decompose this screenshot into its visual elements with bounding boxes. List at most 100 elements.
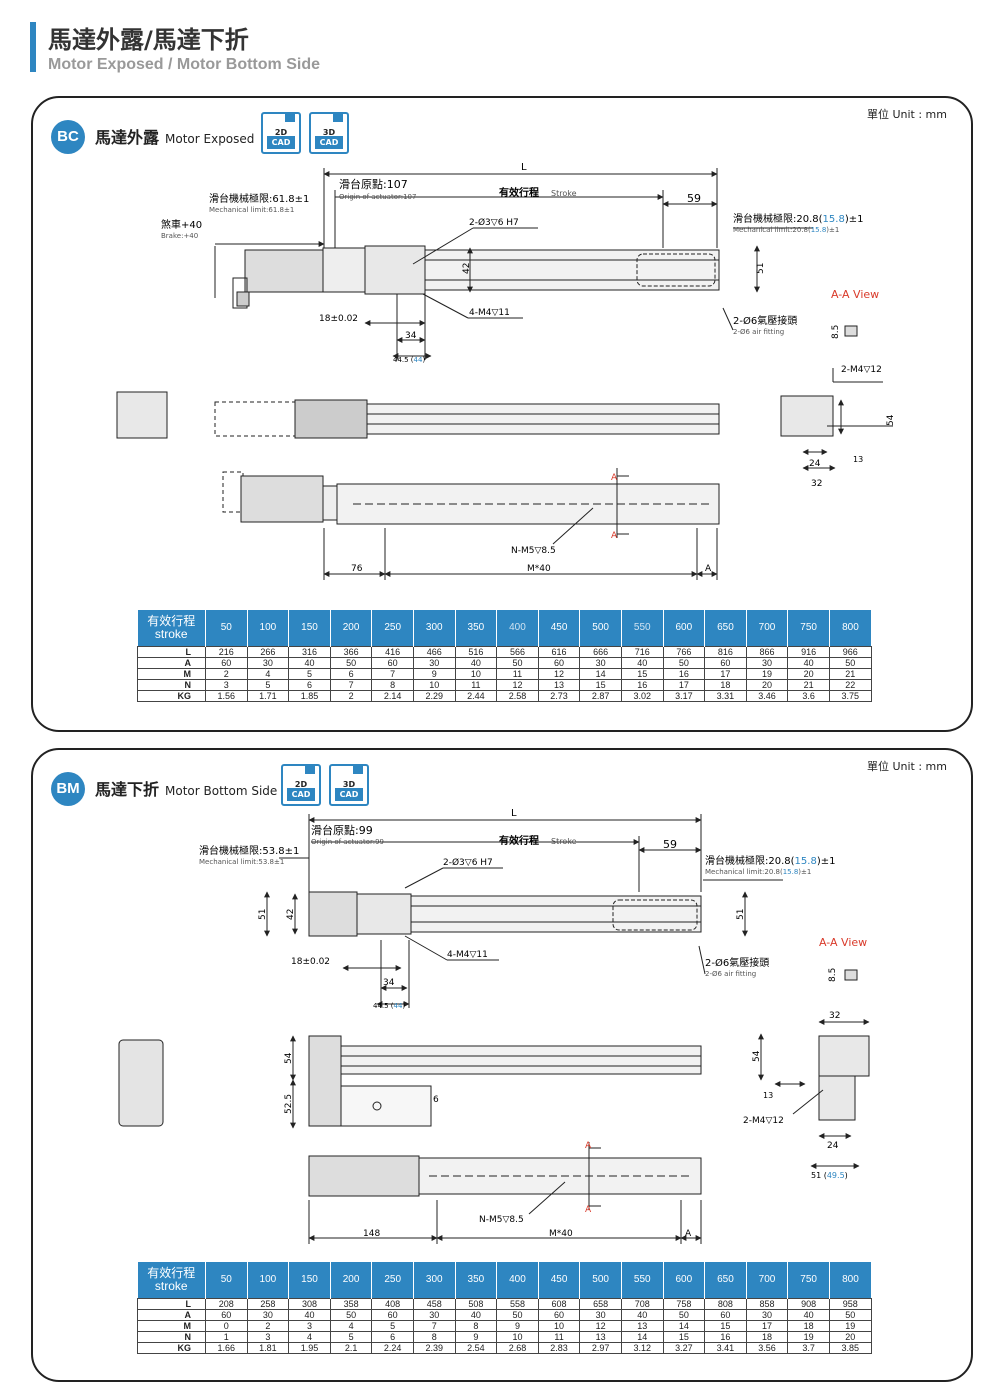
table-cell: 3: [205, 678, 248, 691]
table-cell: 40: [787, 1308, 830, 1321]
dim-44-5: 44.5 (44): [393, 356, 425, 364]
cad-2d-icon[interactable]: 2D CAD: [281, 764, 321, 806]
table-cell: 7: [371, 667, 414, 680]
table-cell: 40: [454, 1308, 498, 1321]
table-cell: 8: [412, 1330, 456, 1343]
table-cell: 19: [745, 667, 789, 680]
mech-limit-left-en: Mechanical limit:61.8±1: [209, 206, 294, 214]
table-cell: 17: [704, 667, 747, 680]
dim-32: 32: [829, 1011, 840, 1021]
dim-A: A: [705, 564, 712, 574]
table-cell: 18: [745, 1330, 789, 1343]
row-header: M: [137, 667, 206, 680]
origin-label-en: Origin of actuator:107: [339, 193, 416, 201]
table-cell: 50: [329, 1308, 373, 1321]
table-cell: 7: [329, 678, 373, 691]
table-cell: 30: [246, 1308, 290, 1321]
cad-2d-icon[interactable]: 2D CAD: [261, 112, 301, 154]
table-cell: 908: [787, 1297, 830, 1310]
mech-limit-left: 滑台機械極限:61.8±1: [209, 192, 309, 205]
table-cell: 216: [205, 645, 248, 658]
table-cell: 18: [787, 1319, 830, 1332]
table-cell: 60: [205, 656, 248, 669]
table-cell: 2.39: [412, 1341, 456, 1354]
dim-52-5: 52.5: [284, 1094, 294, 1114]
cad-3d-icon[interactable]: 3D CAD: [329, 764, 369, 806]
table-cell: 266: [246, 645, 290, 658]
table-cell: 40: [620, 656, 664, 669]
thread-callout: 4-M4▽11: [447, 950, 488, 960]
table-cell: 2.87: [579, 689, 622, 702]
table-cell: 3.6: [787, 689, 830, 702]
table-cell: 18: [704, 678, 747, 691]
table-cell: 666: [579, 645, 622, 658]
table-cell: 20: [745, 678, 789, 691]
table-cell: 366: [329, 645, 373, 658]
table-cell: 308: [288, 1297, 331, 1310]
table-cell: 19: [828, 1319, 872, 1332]
section-badge: BC: [51, 120, 85, 154]
dim-A: A: [685, 1229, 692, 1239]
table-cell: 60: [205, 1308, 248, 1321]
fitting-label: 2-Ø6氣壓接頭: [705, 956, 769, 969]
section-mark-a-bottom: A: [611, 531, 618, 541]
table-cell: 3: [246, 1330, 290, 1343]
mech-limit-right-en: Mechanical limit:20.8(15.8)±1: [705, 868, 811, 876]
table-cell: 9: [412, 667, 456, 680]
dim-148: 148: [363, 1229, 380, 1239]
table-cell: 3.75: [828, 689, 872, 702]
table-cell: 60: [537, 656, 581, 669]
table-cell: 3: [288, 1319, 331, 1332]
table-cell: 16: [620, 678, 664, 691]
table-cell: 6: [329, 667, 373, 680]
table-cell: 2.29: [412, 689, 456, 702]
table-cell: 1.85: [288, 689, 331, 702]
table-cell: 13: [537, 678, 581, 691]
table-cell: 1.66: [205, 1341, 248, 1354]
table-cell: 30: [412, 656, 456, 669]
mech-limit-right: 滑台機械極限:20.8(15.8)±1: [733, 212, 863, 225]
table-cell: 30: [745, 656, 789, 669]
dim-34: 34: [383, 978, 395, 988]
stroke-label-en: Stroke: [551, 837, 577, 846]
dim-54: 54: [886, 414, 896, 426]
table-cell: 2.1: [329, 1341, 373, 1354]
row-header: N: [137, 1330, 206, 1343]
cad-3d-icon[interactable]: 3D CAD: [309, 112, 349, 154]
dim-54-right: 54: [752, 1050, 762, 1062]
origin-label: 滑台原點:107: [339, 177, 408, 191]
dim-L: L: [511, 808, 517, 819]
table-cell: 13: [620, 1319, 664, 1332]
section-mark-a-bottom: A: [585, 1205, 592, 1215]
m4-12-callout: 2-M4▽12: [841, 365, 882, 375]
table-cell: 30: [412, 1308, 456, 1321]
table-cell: 4: [329, 1319, 373, 1332]
table-cell: 50: [662, 1308, 706, 1321]
table-cell: 15: [579, 678, 622, 691]
origin-label-en: Origin of actuator:99: [311, 838, 384, 846]
table-cell: 60: [704, 1308, 747, 1321]
hole-callout: 2-Ø3▽6 H7: [443, 857, 493, 868]
dim-8-5: 8.5: [831, 325, 841, 339]
table-cell: 858: [745, 1297, 789, 1310]
table-cell: 30: [745, 1308, 789, 1321]
dim-24: 24: [809, 459, 821, 469]
table-cell: 1.56: [205, 689, 248, 702]
stroke-label: 有效行程: [499, 834, 539, 847]
nm5-callout: N-M5▽8.5: [479, 1215, 524, 1225]
stroke-label-en: Stroke: [551, 189, 577, 198]
dim-24: 24: [827, 1141, 839, 1151]
fitting-label-en: 2-Ø6 air fitting: [705, 970, 756, 978]
table-cell: 60: [537, 1308, 581, 1321]
table-cell: 358: [329, 1297, 373, 1310]
table-cell: 13: [579, 1330, 622, 1343]
table-cell: 3.12: [620, 1341, 664, 1354]
thread-callout: 4-M4▽11: [469, 308, 510, 318]
table-cell: 14: [579, 667, 622, 680]
